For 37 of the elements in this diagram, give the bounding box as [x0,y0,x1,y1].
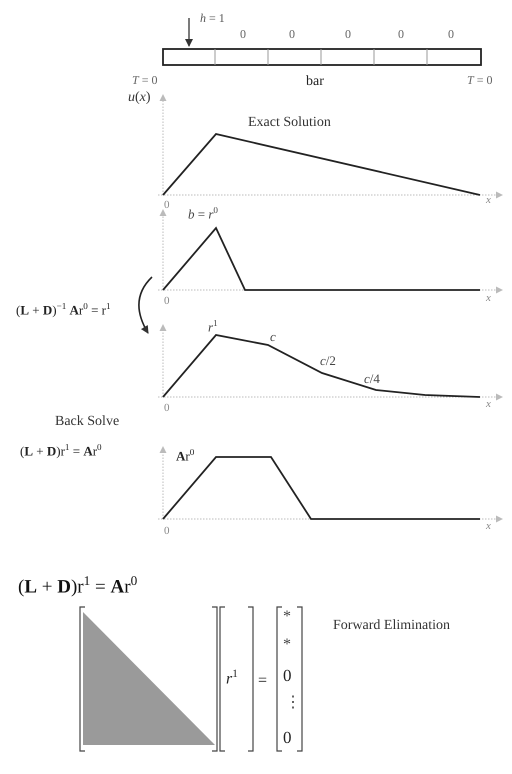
axis-label: x [486,292,491,304]
vector-entry: ⋮ [285,694,301,712]
vector-entry: * [283,608,291,626]
axis-label: x [486,398,491,410]
axis-label: x [486,194,491,206]
equals-sign: = [258,672,268,690]
tick-label: 0 [164,295,170,308]
vector-entry: * [283,636,291,654]
tick-label: 0 [164,402,170,414]
node-value: 0 [289,28,295,42]
point-label: Ar$^{0}$ [176,447,194,464]
node-value: 0 [398,28,404,42]
formula: (L + D)r$^{1}$ = Ar$^{0}$ [18,574,138,598]
node-value: 0 [448,28,454,42]
point-label: r$^{1}$ [208,318,218,335]
axis-label: u(x) [128,90,151,106]
point-label: c [270,330,276,344]
vector-label: r$^{1}$ [226,668,238,688]
boundary-label: T = 0 [467,74,492,88]
bar-label: bar [306,74,324,90]
point-label: b = r$^{0}$ [188,205,218,222]
tick-label: 0 [164,525,170,538]
load-label: h = 1 [200,12,225,26]
section-title: Back Solve [55,414,120,430]
formula: (L + D)r$^{1}$ = Ar$^{0}$ [20,442,102,459]
axis-label: x [486,520,491,532]
method-label: Forward Elimination [333,618,450,634]
plot-title: Exact Solution [248,115,331,130]
boundary-label: T = 0 [132,74,158,88]
tick-label: 0 [164,199,170,212]
vector-entry: 0 [283,667,292,686]
node-value: 0 [240,28,246,42]
point-label: c/2 [320,354,336,368]
formula: (L + D)$^{−1}$ Ar$^{0}$ = r$^{1}$ [16,301,111,318]
node-value: 0 [345,28,351,42]
vector-entry: 0 [283,729,292,748]
point-label: c/4 [364,372,380,386]
